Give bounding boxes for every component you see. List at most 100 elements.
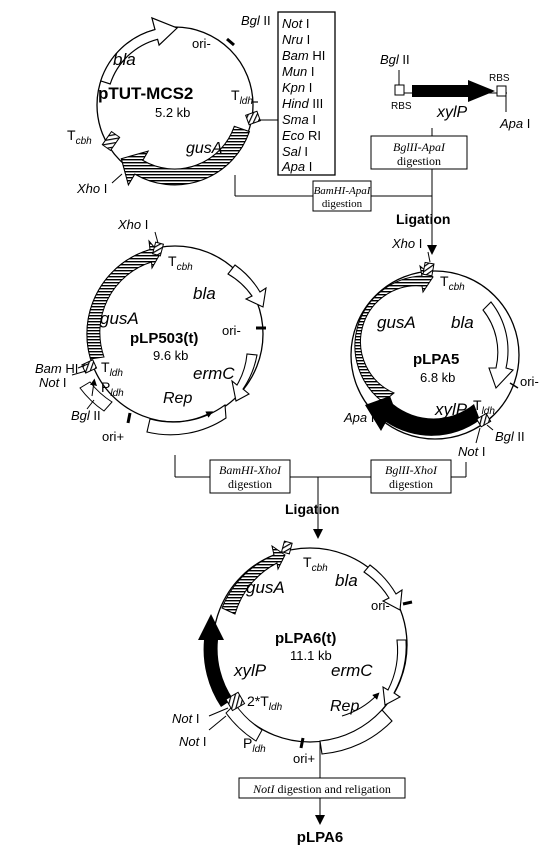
plpa5-apai-label: Apa I	[343, 410, 374, 425]
plp503-rep-label: Rep	[163, 390, 192, 407]
mcs-site-bamhi: Bam HI	[282, 48, 325, 63]
plpa5-ori-label: ori-	[520, 374, 539, 389]
plp503-ori-minus-label: ori-	[222, 323, 241, 338]
mcs-site-nrui: Nru I	[282, 32, 310, 47]
xylp-gene-arrow	[412, 80, 495, 102]
plpa6t-tcbh-label: Tcbh	[303, 554, 328, 574]
ori-marker	[226, 37, 235, 47]
plpa6t-rep-arrow	[319, 709, 393, 755]
plpa5-bla-label: bla	[451, 313, 474, 332]
bglii-apai-action: digestion	[397, 154, 441, 168]
plpa6t-tcbh-terminator	[280, 540, 293, 555]
tcbh-label: Tcbh	[67, 127, 92, 147]
plp503-ermC-label: ermC	[193, 364, 235, 383]
plp503-pldh-box	[79, 381, 113, 412]
bamhi-xhoi-enzyme: BamHI-XhoI	[219, 463, 282, 477]
ori-label: ori-	[192, 36, 211, 51]
xhoi-connector	[111, 173, 123, 184]
plpa6t-ori-minus-label: ori-	[371, 598, 390, 613]
bamhi-apai-digestion-box	[312, 180, 372, 212]
plp503-size: 9.6 kb	[153, 348, 188, 363]
plpa5-name: pLPA5	[413, 351, 459, 368]
fragment-rbs-right-label: RBS	[489, 73, 510, 84]
plpa6t-pldh-label: Pldh	[243, 735, 266, 755]
plpa6t-xylp-label: xylP	[233, 661, 267, 680]
mcs-site-muni: Mun I	[282, 64, 315, 79]
mcs-site-smai: Sma I	[282, 112, 316, 127]
plpa6t-ori-plus-marker	[299, 737, 305, 749]
bglii-xhoi-enzyme: BglII-XhoI	[385, 463, 438, 477]
bamhi-apai-action: digestion	[322, 198, 363, 210]
plp503-bamhi-label: Bam HI	[35, 361, 78, 376]
plpa6t-bla-label: bla	[335, 571, 358, 590]
plpa6t-noti-label-a: Not I	[172, 711, 199, 726]
bla-gene-arrow	[99, 16, 179, 85]
plasmid-name: pTUT-MCS2	[98, 84, 193, 103]
plasmid-plp503: Xho I Tcbh gusA bla ori- pLP503(t) 9.6 k…	[35, 217, 267, 444]
plp503-bla-arrow	[227, 264, 267, 308]
plasmid-size: 5.2 kb	[155, 105, 190, 120]
fragment-gene-label: xylP	[436, 104, 468, 121]
plpa5-gusA-arrow	[354, 264, 434, 403]
bamhi-apai-enzyme: BamHI-ApaI	[314, 185, 372, 197]
plpa5-tcbh-terminator	[422, 261, 435, 277]
plp503-ermC-arrow	[231, 353, 258, 402]
plpa6t-ermC-arrow	[382, 639, 407, 706]
plp503-bglii-label: Bgl II	[71, 408, 101, 423]
plpa5-xylp-arrow	[365, 396, 480, 436]
bglii-label: Bgl II	[241, 13, 271, 28]
mcs-site-hindiii: Hind III	[282, 96, 323, 111]
plpa5-bglii-label: Bgl II	[495, 429, 525, 444]
plpa6t-bla-arrow	[363, 564, 403, 611]
middle-merge-bracket: BamHI-XhoI digestion BglII-XhoI digestio…	[174, 455, 467, 539]
plpa6t-ori-plus-label: ori+	[293, 751, 315, 766]
plpa6t-gusA-arrow	[221, 544, 286, 615]
plasmid-plpa6t: Tcbh gusA bla ori- pLPA6(t) 11.1 kb xylP…	[172, 540, 413, 766]
plpa5-tldh-label: Tldh	[473, 397, 495, 417]
xhoi-label: Xho I	[76, 181, 107, 196]
bamhi-xhoi-action: digestion	[228, 477, 272, 491]
plp503-tcbh-terminator	[151, 241, 165, 257]
plpa6t-ori-minus-marker	[402, 600, 413, 606]
ligation2-label: Ligation	[285, 501, 339, 517]
plpa6t-tldh2-label: 2*Tldh	[247, 693, 283, 713]
plpa6t-ermC-label: ermC	[331, 661, 373, 680]
ligation1-label: Ligation	[396, 211, 450, 227]
tldh-terminator	[245, 110, 261, 126]
bla-label: bla	[113, 50, 136, 69]
mcs-site-noti: Not I	[282, 16, 309, 31]
plpa6t-xylp-arrow	[198, 614, 233, 707]
plasmid-ptut-mcs2: bla ori- Bgl II Tldh pTUT-MCS2 5.2 kb Tc…	[67, 13, 278, 196]
plp503-ori-plus-label: ori+	[102, 429, 124, 444]
fragment-apai-label: Apa I	[499, 116, 530, 131]
plpa5-xylp-label: xylP	[434, 400, 468, 419]
tcbh-terminator	[101, 130, 121, 152]
plp503-pldh-label: Pldh	[101, 379, 124, 399]
bglii-xhoi-action: digestion	[389, 477, 433, 491]
plpa5-bla-arrow	[482, 301, 515, 390]
plpa6t-rep-label: Rep	[330, 698, 359, 715]
rbs-right-box	[496, 85, 507, 97]
mcs-site-ecori: Eco RI	[282, 128, 321, 143]
bglii-apai-enzyme: BglII-ApaI	[393, 140, 446, 154]
plpa6t-noti-label-b: Not I	[179, 734, 206, 749]
final-product-label: pLPA6	[297, 829, 343, 846]
plp503-bla-label: bla	[193, 284, 216, 303]
bglii-apai-digestion-box: BglII-ApaI digestion	[370, 128, 468, 170]
bglii-xhoi-digestion-box	[370, 459, 452, 494]
rbs-left-box	[394, 84, 405, 96]
plpa5-tldh-terminator	[475, 412, 492, 428]
plp503-name: pLP503(t)	[130, 330, 198, 347]
noti-religation-step: NotI digestion and religation pLPA6	[238, 742, 406, 846]
bamhi-xhoi-digestion-box	[209, 459, 291, 494]
gusA-gene-arrow	[120, 125, 251, 187]
plpa6t-tldh-terminators	[225, 691, 246, 712]
plp503-tldh-label: Tldh	[101, 359, 123, 379]
gusA-label: gusA	[186, 140, 222, 157]
plp503-xhoi-label: Xho I	[117, 217, 148, 232]
fragment-bglii-label: Bgl II	[380, 52, 410, 67]
plpa6t-gusA-label: gusA	[246, 578, 285, 597]
plpa6t-pldh-box	[225, 703, 263, 742]
plpa5-noti-label: Not I	[458, 444, 485, 459]
